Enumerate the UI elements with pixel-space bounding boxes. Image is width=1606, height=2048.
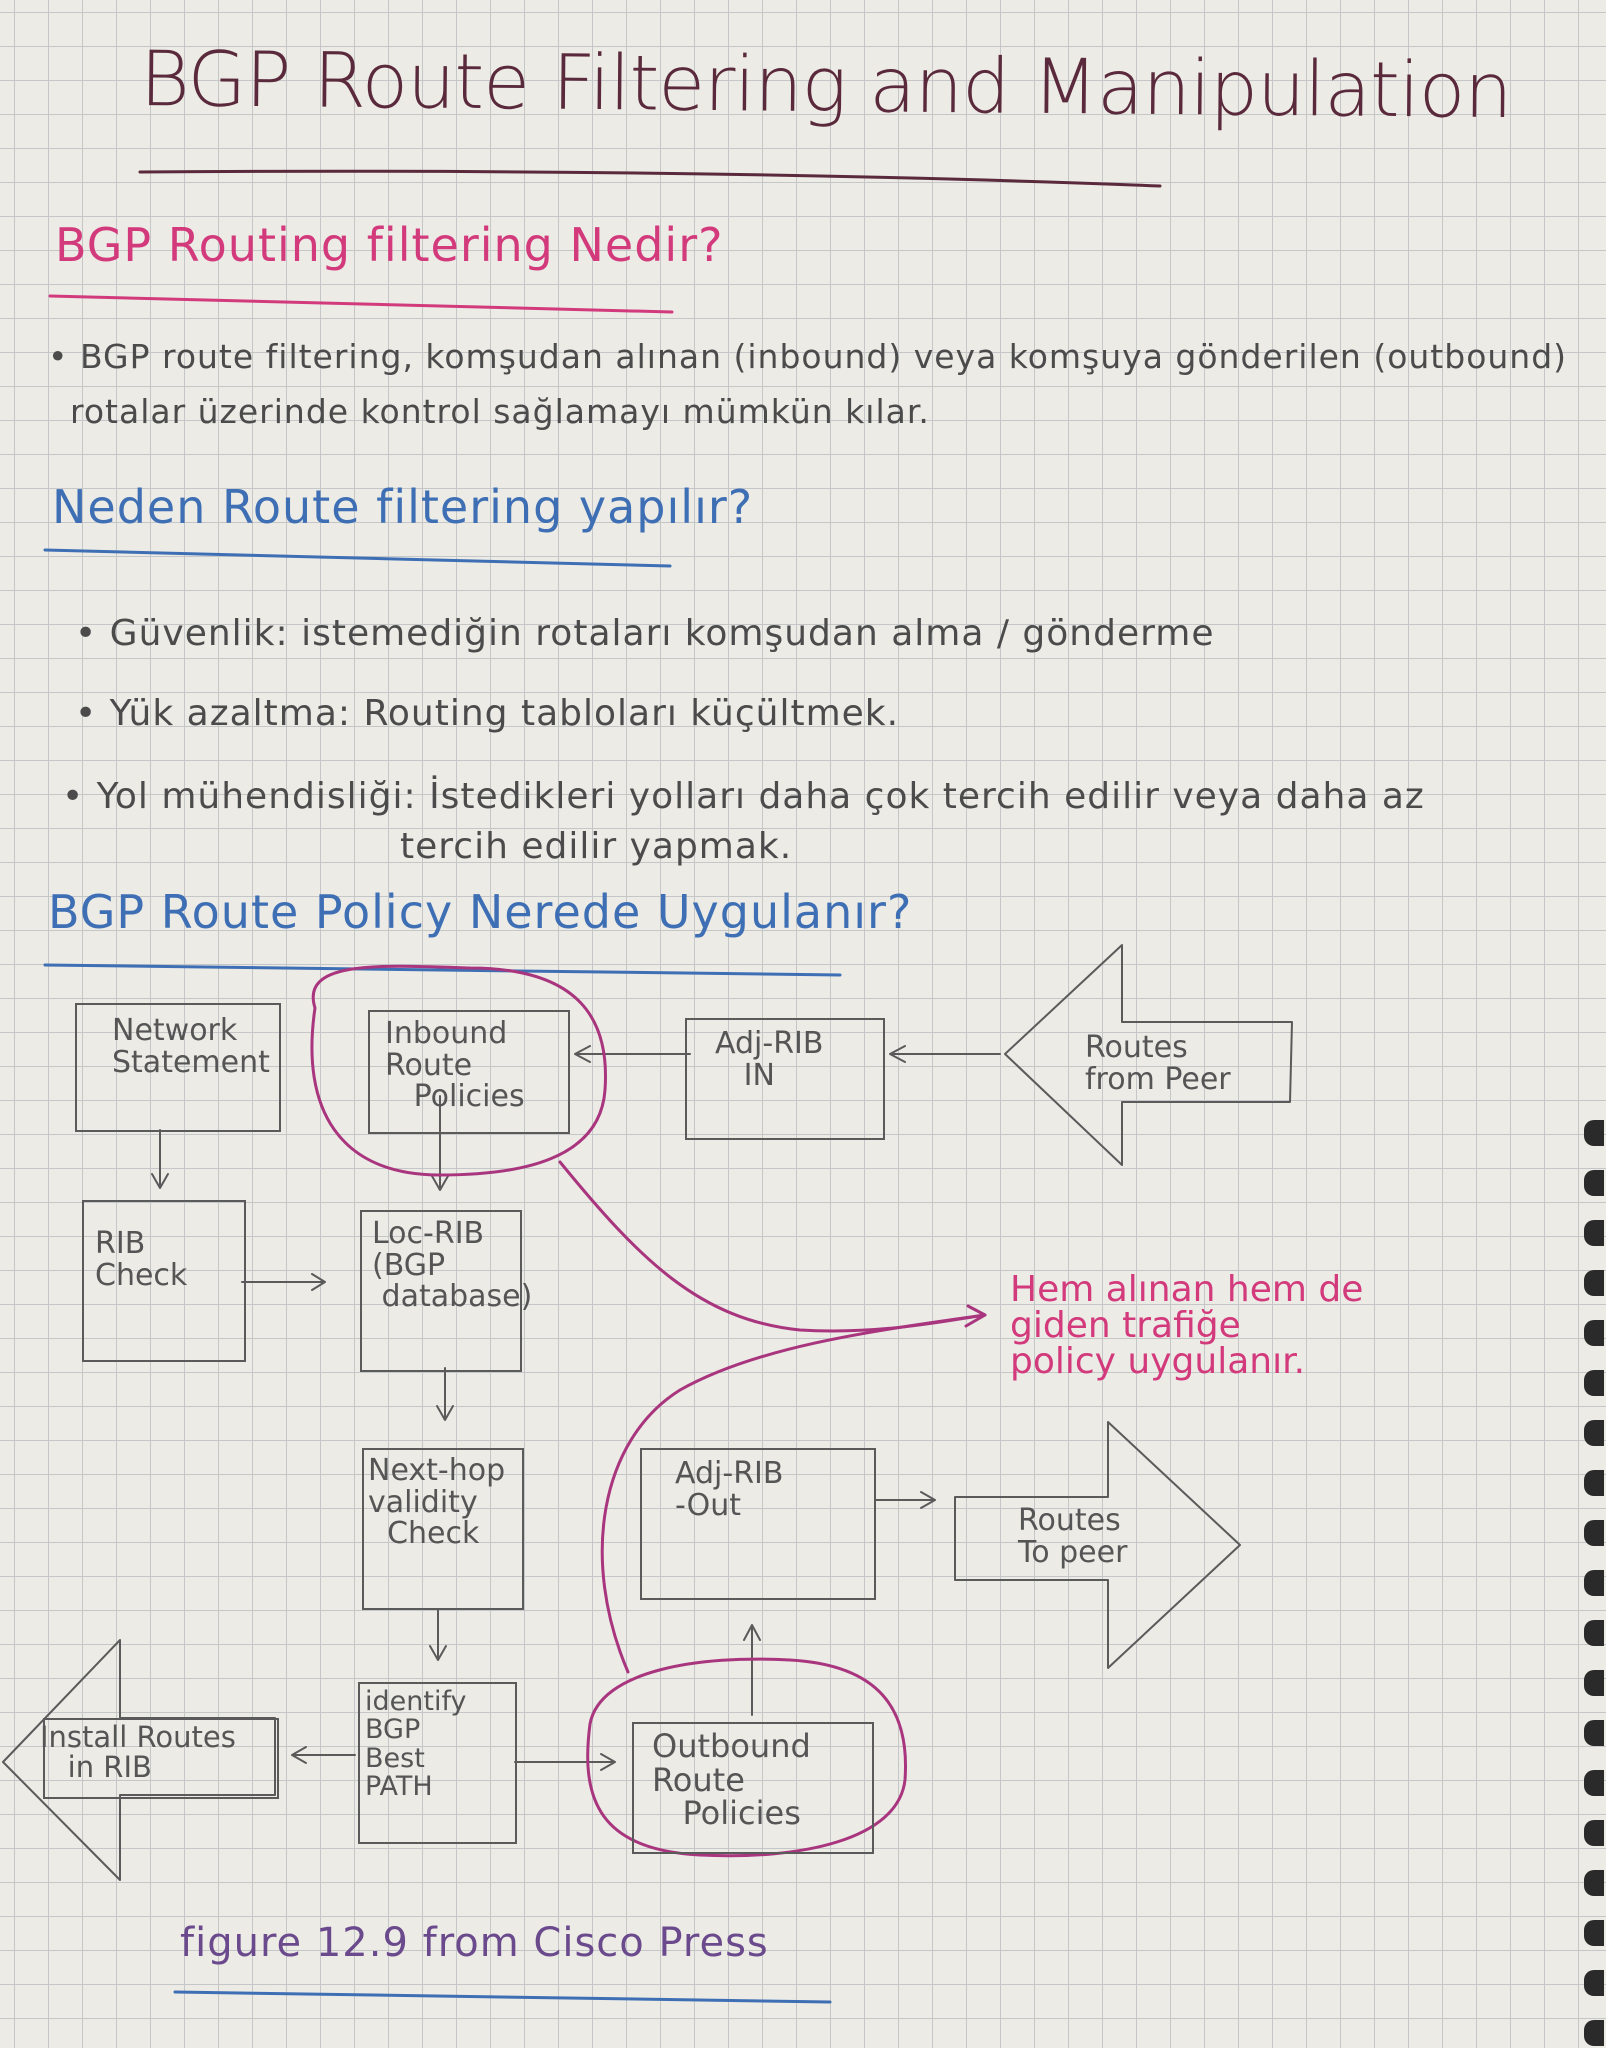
section2-bullet-1: • Güvenlik: istemediğin rotaları komşuda… [75,613,1215,654]
loc-rib-label: Loc-RIB (BGP database) [372,1216,533,1314]
arrow-locrib-to-nexthop [436,1367,454,1421]
arrow-identify-to-install [291,1746,356,1764]
next-hop-label: Next-hop validity Check [368,1453,506,1551]
outbound-policies-box [632,1722,874,1854]
loc-rib-box [360,1210,522,1372]
inbound-policies-box [368,1010,570,1134]
next-hop-box [362,1448,524,1610]
arrow-rib-to-locrib [241,1273,326,1291]
annotation-curve-inbound [558,1160,987,1333]
spiral-binding [1580,0,1606,2048]
routes-from-peer-arrow [1004,944,1293,1166]
adj-rib-in-label: Adj-RIB IN [715,1026,824,1093]
arrow-identify-to-outbound [514,1753,616,1771]
section1-text-line2: rotalar üzerinde kontrol sağlamayı mümkü… [70,392,930,431]
arrow-nexthop-to-identify [429,1609,447,1661]
rib-check-box [82,1200,246,1362]
arrow-adjout-to-peer [875,1491,936,1509]
rib-check-label: RIB Check [95,1226,188,1293]
network-statement-box [75,1003,281,1132]
section2-bullet-3-cont: tercih edilir yapmak. [400,826,793,867]
adj-rib-out-box [640,1448,876,1600]
install-routes-box [43,1718,279,1799]
policy-annotation: Hem alınan hem de giden trafiğe policy u… [1010,1269,1364,1382]
routes-to-peer-arrow [954,1421,1241,1669]
section1-text-line1: • BGP route filtering, komşudan alınan (… [48,337,1568,376]
figure-caption: figure 12.9 from Cisco Press [180,1920,769,1966]
section2-bullet-2: • Yük azaltma: Routing tabloları küçültm… [75,693,900,734]
section3-heading: BGP Route Policy Nerede Uygulanır? [48,885,913,939]
routes-from-peer-label: Routes from Peer [1085,1030,1231,1097]
adj-rib-in-box [685,1018,885,1140]
outbound-policies-label: Outbound Route Policies [652,1727,811,1833]
outbound-policy-circle [586,1657,908,1858]
inbound-policy-circle [310,964,608,1177]
footer-underline [173,1990,832,2004]
arrow-adjin-to-inbound [574,1045,691,1063]
section2-heading: Neden Route filtering yapılır? [52,480,754,534]
section3-underline [43,963,842,977]
routes-to-peer-label: Routes To peer [1018,1503,1128,1570]
identify-best-path-box [358,1682,517,1844]
section2-bullet-3: • Yol mühendisliği: İstedikleri yolları … [62,776,1425,817]
section2-underline [43,548,672,568]
section1-heading: BGP Routing filtering Nedir? [55,218,724,272]
network-statement-label: Network Statement [112,1013,270,1080]
install-routes-label: Install Routes in RIB [40,1720,236,1785]
arrow-network-to-rib [151,1129,169,1189]
adj-rib-out-label: Adj-RIB -Out [675,1456,784,1523]
arrow-outbound-to-adjout [743,1624,761,1716]
identify-best-path-label: identify BGP Best PATH [365,1686,467,1803]
inbound-policies-label: Inbound Route Policies [385,1016,525,1114]
section1-underline [48,294,674,314]
annotation-curve-outbound [600,1304,987,1674]
arrow-peer-to-adjin [889,1045,1001,1063]
title-underline [138,169,1162,188]
